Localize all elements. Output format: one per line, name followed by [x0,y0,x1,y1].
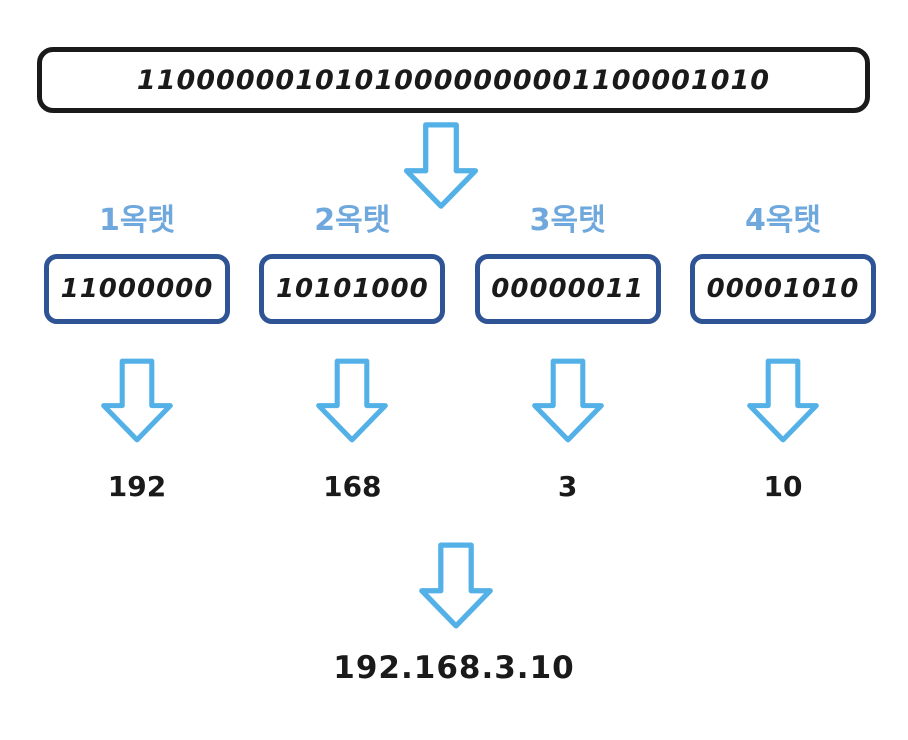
octet-label: 2옥탯 [314,203,391,238]
octet-binary-value: 11000000 [60,274,214,304]
octet-binary-box: 11000000 [44,254,230,324]
ip-address-result: 192.168.3.10 [333,650,575,686]
octet-decimal-value: 192 [107,470,167,503]
octet-label: 1옥탯 [98,203,176,238]
down-arrow-icon [100,354,174,448]
octet-binary-value: 00001010 [706,274,860,304]
octet-column-2: 2옥탯 10101000 168 [257,198,447,503]
full-binary-box: 11000000101010000000001100001010 [37,47,870,113]
octet-binary-box: 00001010 [689,254,876,324]
full-binary-string: 11000000101010000000001100001010 [136,64,771,96]
down-arrow-icon [402,122,480,210]
octet-columns: 1옥탯 11000000 192 2옥탯 10101000 168 [42,198,878,503]
down-arrow-icon [531,354,605,448]
octet-decimal-value: 10 [763,470,803,503]
octet-column-1: 1옥탯 11000000 192 [42,198,232,503]
octet-binary-value: 00000011 [491,274,645,304]
octet-column-4: 4옥탯 00001010 10 [688,198,878,503]
down-arrow-icon [418,542,494,630]
octet-binary-box: 00000011 [474,254,661,324]
octet-column-3: 3옥탯 00000011 3 [473,198,663,503]
octet-label: 4옥탯 [744,203,822,238]
down-arrow-icon [315,354,389,448]
octet-binary-value: 10101000 [275,274,429,304]
octet-decimal-value: 168 [323,470,382,503]
octet-decimal-value: 3 [557,470,578,503]
octet-binary-box: 10101000 [259,254,446,324]
octet-label: 3옥탯 [529,203,606,238]
down-arrow-icon [746,354,820,448]
